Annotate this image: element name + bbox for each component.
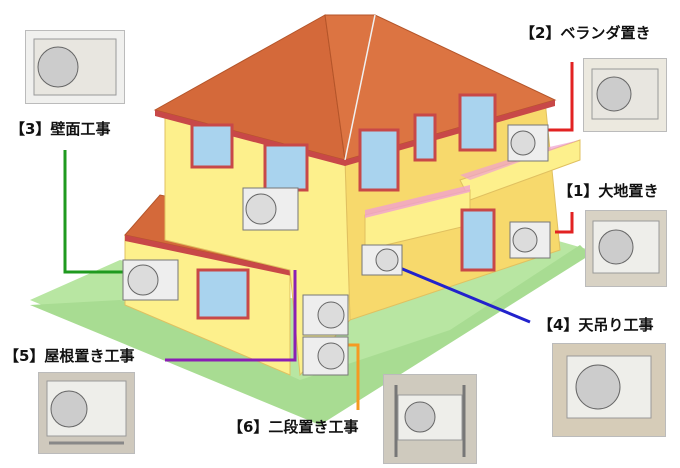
callout-line-2 (545, 62, 574, 132)
label-ground-placement: 【1】大地置き (558, 182, 659, 200)
callout-line-6 (348, 343, 360, 410)
roof-edge (155, 100, 555, 166)
ac-unit-ceiling (361, 244, 403, 276)
label-stacked-installation: 【6】二段置き工事 (228, 418, 359, 436)
balcony-lower-floor (365, 185, 470, 218)
label-ceiling-installation: 【4】天吊り工事 (538, 316, 654, 334)
photo-ceiling-unit (552, 343, 666, 437)
photo-wall-unit (25, 30, 125, 104)
photo-stacked-unit (383, 374, 477, 464)
roof-ridge (344, 14, 376, 161)
photo-balcony-unit (583, 58, 667, 132)
ac-unit-stacked (302, 294, 349, 376)
ac-unit-ground (509, 221, 551, 259)
label-roof-installation: 【5】屋根置き工事 (4, 347, 135, 365)
ground-front (30, 245, 590, 425)
photo-roof-unit (38, 372, 135, 454)
callout-line-5 (165, 270, 297, 362)
photo-ground-unit (585, 210, 667, 287)
ac-unit-roof (242, 187, 299, 231)
label-balcony-placement: 【2】ベランダ置き (520, 24, 651, 42)
callout-line-1 (555, 212, 574, 234)
label-wall-installation: 【3】壁面工事 (10, 120, 111, 138)
callout-line-4 (399, 266, 531, 324)
callout-line-3 (63, 150, 125, 274)
annex-roof-edge (125, 235, 292, 276)
ac-unit-balcony (507, 124, 549, 162)
ac-unit-wall (122, 259, 179, 301)
windows (190, 93, 497, 320)
